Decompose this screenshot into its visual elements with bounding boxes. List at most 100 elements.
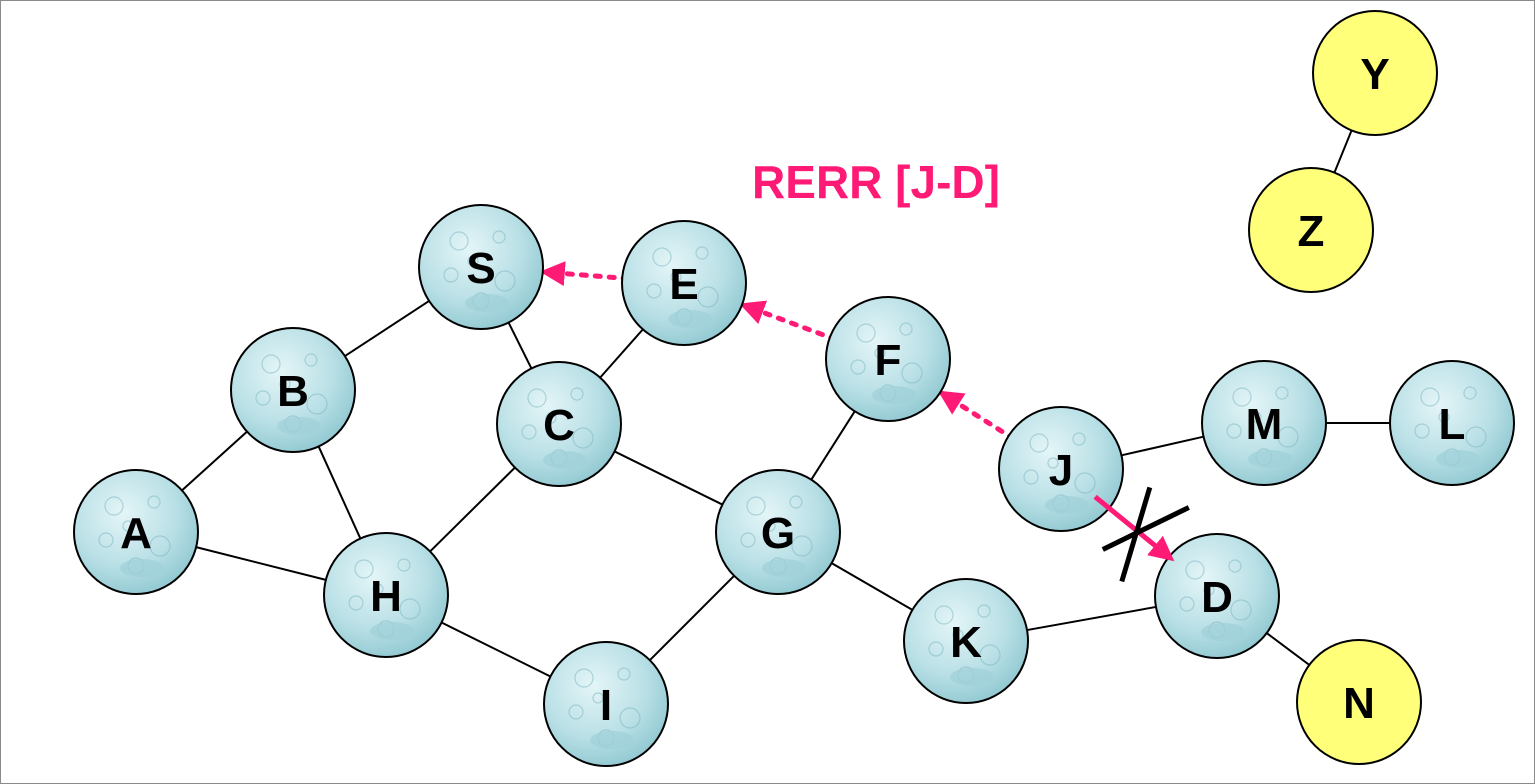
bubble-texture [899,322,913,336]
node-k: K [903,578,1029,704]
bubble-texture [574,668,594,688]
bubble-texture [120,559,164,577]
node-label-b: B [277,367,309,416]
bubble-texture [354,559,374,579]
node-circle-y [1312,10,1438,136]
node-label-z: Z [1298,207,1325,256]
bubble-texture [1228,559,1242,573]
bubble-texture [764,520,776,532]
bubble-texture [979,644,1001,666]
node-e: E [621,220,747,346]
node-a: A [73,469,199,595]
node-label-n: N [1343,679,1375,728]
bubble-texture [306,393,328,415]
bubble-texture [149,535,171,557]
node-g: G [715,469,841,595]
bubble-texture [1277,426,1299,448]
node-j: J [998,406,1124,532]
edge-c-g [614,450,723,506]
bubble-texture [670,271,682,283]
node-m: M [1201,360,1327,486]
bubble-texture [1023,469,1039,485]
bubble-texture [668,310,712,328]
node-d: D [1154,533,1280,659]
edge-c-h [429,466,516,553]
bubble-texture [1420,387,1440,407]
node-n: N [1296,639,1422,765]
bubble-texture [850,359,866,375]
node-circle-f [825,296,951,422]
node-circle-a [73,469,199,595]
edge-s-b [344,300,430,357]
bubble-texture [1029,433,1049,453]
bubble-texture [527,388,547,408]
bubble-texture [397,558,411,572]
rerr-arrow-e-s [539,261,631,287]
node-circle-s [418,204,544,330]
node-circle-d [1154,533,1280,659]
node-label-k: K [950,618,982,667]
bubble-texture [977,604,991,618]
bubble-texture [619,707,641,729]
node-circle-e [621,220,747,346]
node-label-y: Y [1360,50,1389,99]
bubble-texture [1045,496,1089,514]
bubble-texture [122,520,134,532]
bubble-texture [570,387,584,401]
node-circle-k [903,578,1029,704]
node-i: I [543,641,669,767]
bubble-texture [1275,386,1289,400]
bubble-texture [1047,457,1059,469]
bubble-texture [443,267,459,283]
bubble-texture [1438,411,1450,423]
bubble-texture [746,496,766,516]
bubble-texture [261,354,281,374]
node-l: L [1389,360,1515,486]
bubble-texture [1201,623,1245,641]
node-label-g: G [761,509,795,558]
node-circle-b [230,327,356,453]
rerr-arrows [539,261,1017,442]
node-circle-g [715,469,841,595]
node-circle-i [543,641,669,767]
bubble-texture [617,667,631,681]
node-circle-h [323,532,449,658]
node-label-f: F [875,336,902,385]
bubble-texture [1230,599,1252,621]
bubble-texture [370,622,414,640]
bubble-texture [572,427,594,449]
broken-link [1093,486,1190,583]
bubble-texture [147,495,161,509]
bubble-texture [652,247,672,267]
bubble-texture [872,386,916,404]
edge-e-c [599,328,644,379]
node-label-m: M [1246,400,1283,449]
node-y: Y [1312,10,1438,136]
edge-y-z [1333,130,1353,173]
bubble-texture [279,378,291,390]
bubble-texture [1179,596,1195,612]
bubble-texture [1072,432,1086,446]
bubble-texture [928,641,944,657]
bubble-texture [372,583,384,595]
bubble-texture [1248,450,1292,468]
node-label-c: C [543,401,575,450]
edge-a-h [195,546,327,581]
bubble-texture [399,598,421,620]
bubble-texture [856,323,876,343]
edge-d-n [1266,632,1310,666]
bubble-texture [1250,411,1262,423]
node-label-e: E [669,260,698,309]
node-circle-c [496,361,622,487]
bubble-texture [1463,386,1477,400]
bubble-texture [255,390,271,406]
bubble-texture [104,496,124,516]
rerr-label: RERR [J-D] [752,156,1000,208]
bubble-texture [874,347,886,359]
node-z: Z [1248,167,1374,293]
edge-s-c [507,322,533,369]
bubble-texture [492,230,506,244]
bubble-texture [1232,387,1252,407]
edge-b-a [181,430,248,492]
